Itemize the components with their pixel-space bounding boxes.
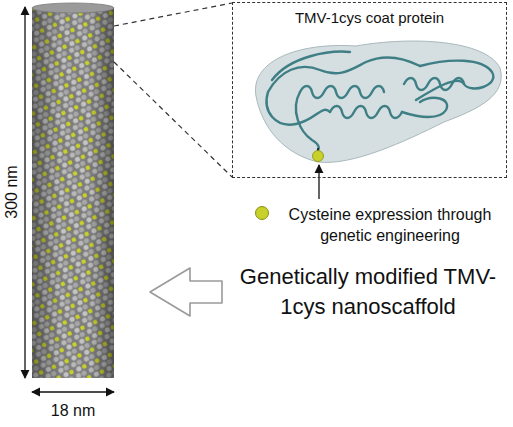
pointer-arrow — [150, 268, 222, 316]
cysteine-sphere — [313, 151, 324, 162]
box-title: TMV-1cys coat protein — [233, 9, 506, 26]
zoom-box: TMV-1cys coat protein — [232, 2, 507, 178]
legend-swatch — [255, 206, 269, 220]
protein-surface — [255, 41, 501, 162]
scaffold-label: Genetically modified TMV-1cys nanoscaffo… — [226, 262, 510, 322]
legend-text: Cysteine expression through genetic engi… — [277, 204, 503, 246]
leader-arrow — [318, 165, 319, 199]
protein-ribbon — [267, 52, 494, 150]
legend-entry: Cysteine expression through genetic engi… — [255, 204, 503, 246]
length-label: 300 nm — [3, 165, 21, 218]
rod-shading — [32, 8, 114, 378]
rod-top — [32, 3, 114, 13]
zoom-line — [114, 3, 232, 26]
width-label: 18 nm — [51, 402, 95, 420]
tmv-rod — [32, 8, 114, 378]
width-arrow — [32, 391, 114, 392]
zoom-line — [114, 62, 232, 177]
length-arrow — [24, 7, 25, 378]
